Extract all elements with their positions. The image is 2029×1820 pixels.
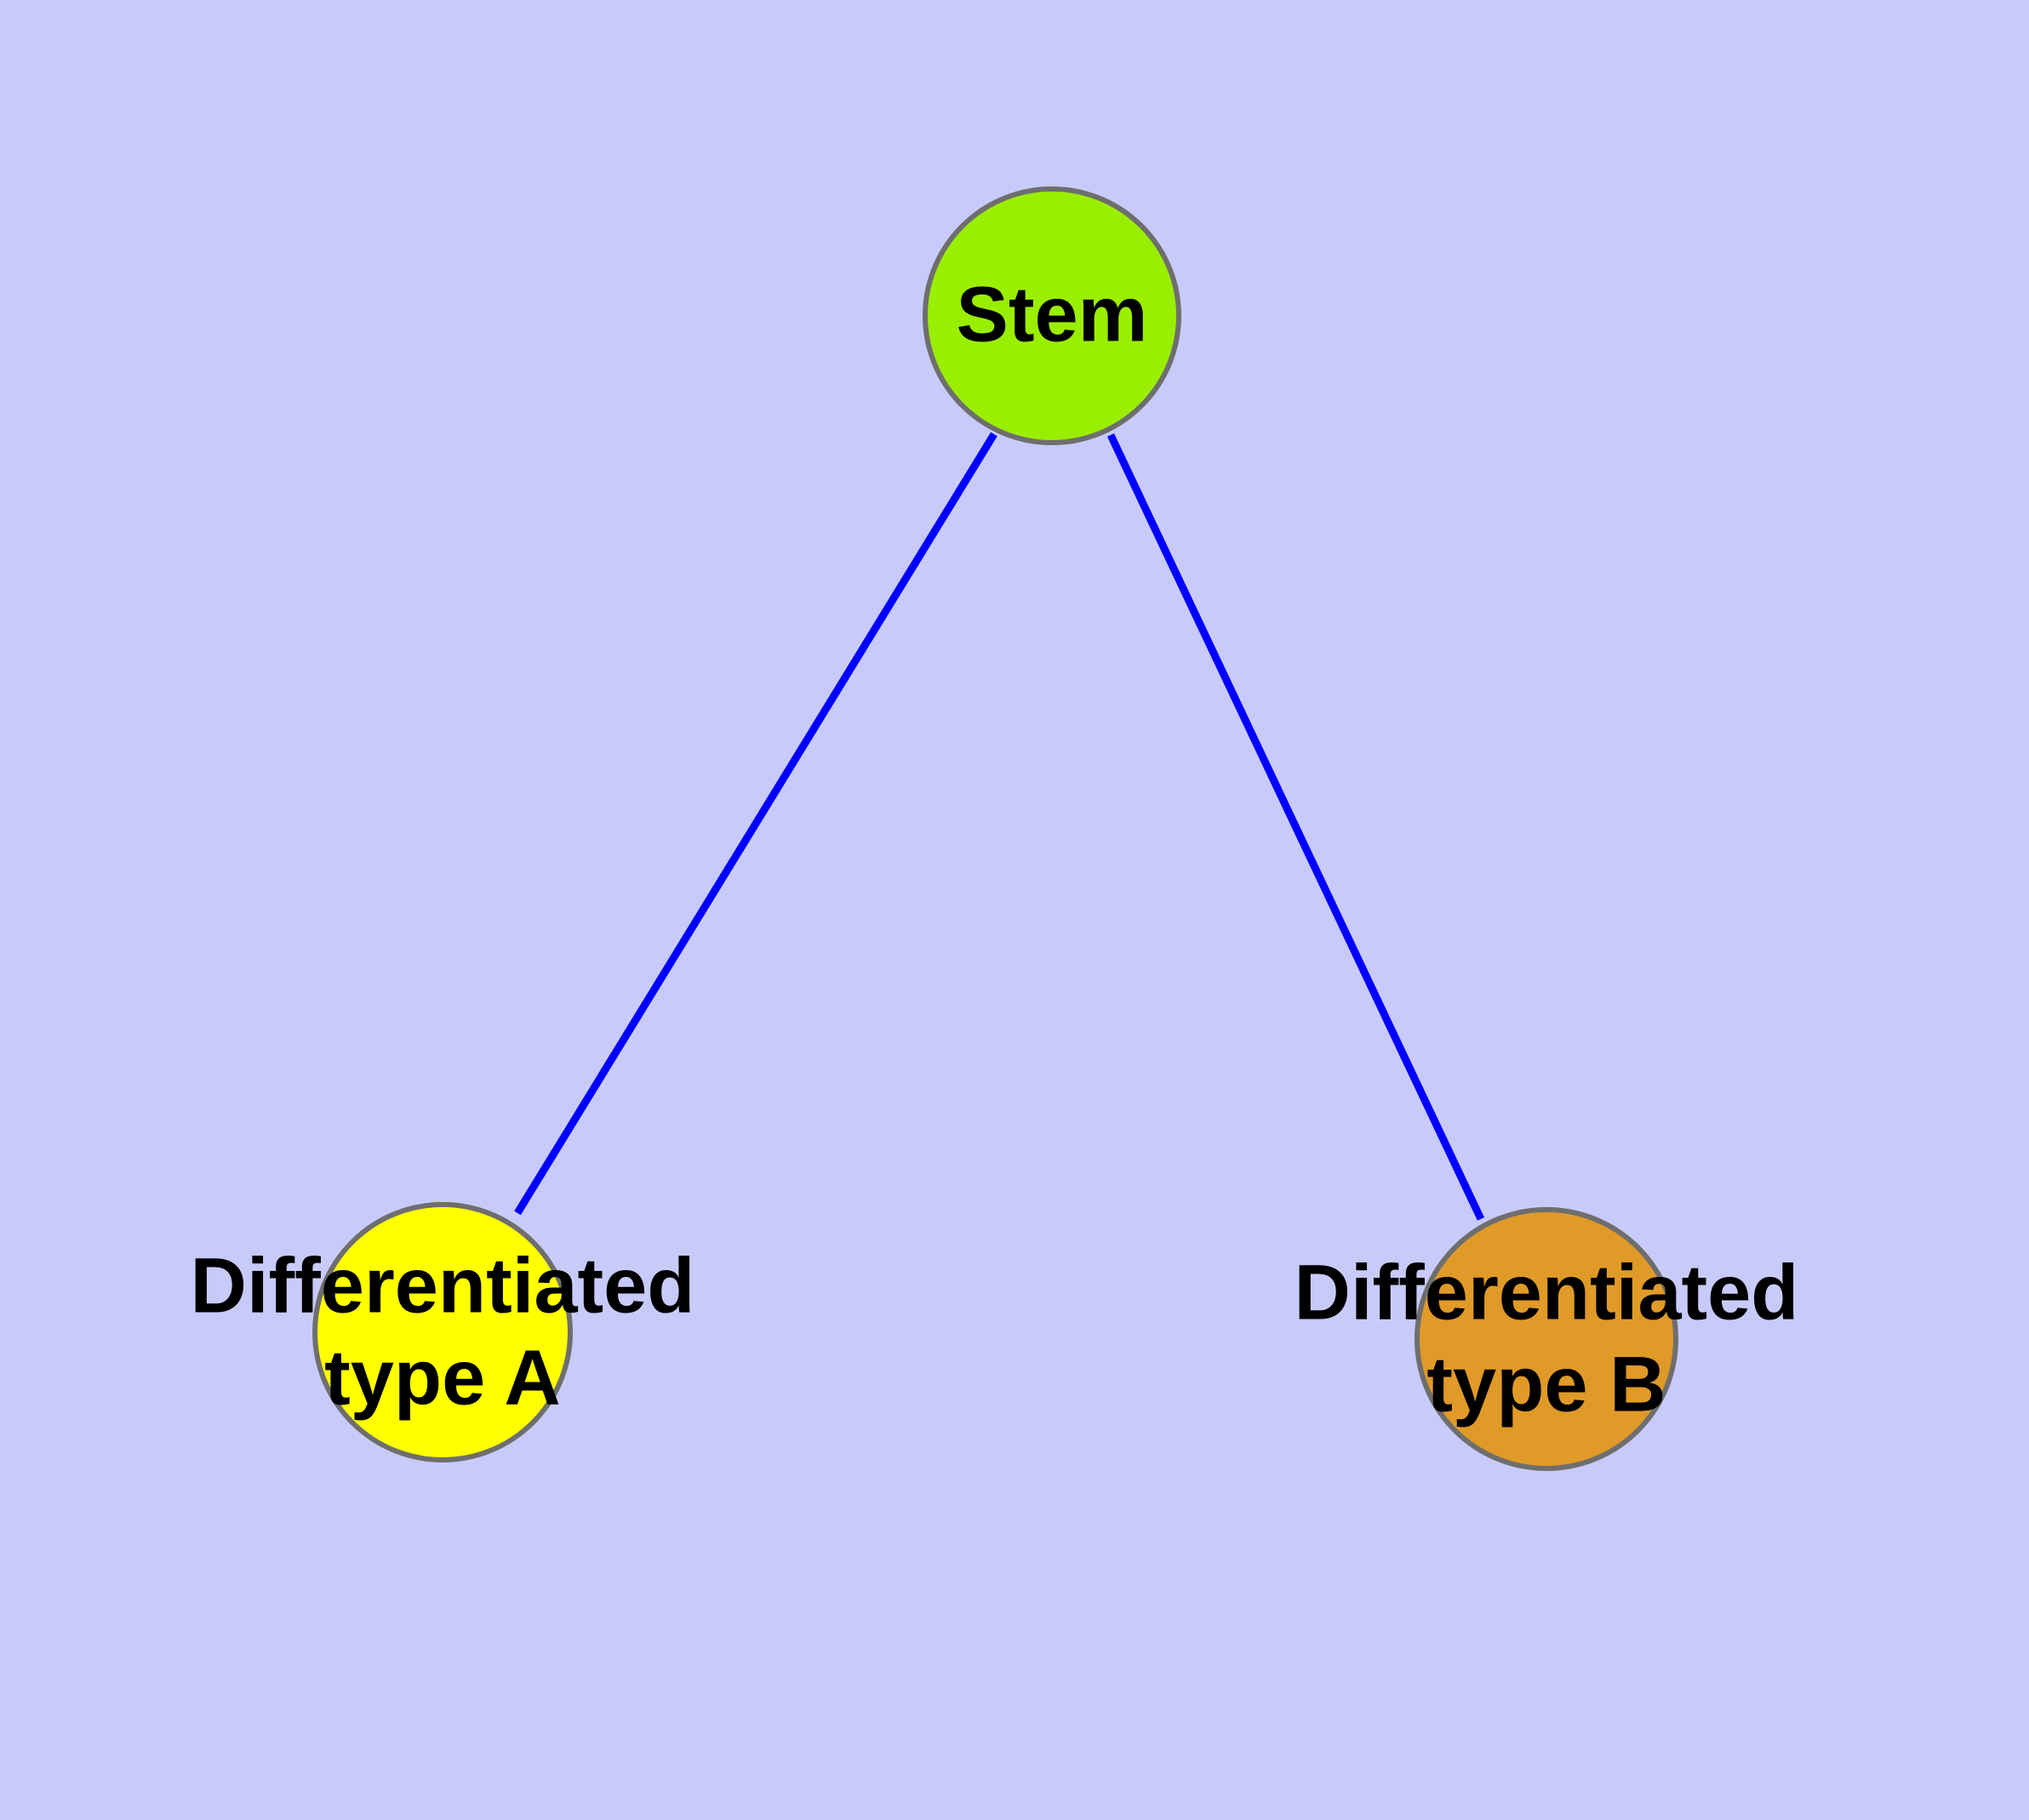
node-stem-circle[interactable] <box>923 186 1181 445</box>
node-differentiated-type-a-label: Differentiated type A <box>191 1242 695 1421</box>
node-differentiated-type-b-label-line-1: Differentiated <box>1295 1249 1799 1336</box>
edge-stem-to-differentiated-type-a[interactable] <box>514 432 997 1216</box>
edge-stem-to-differentiated-type-b[interactable] <box>1106 433 1485 1221</box>
label-layer: Stem Differentiated type A Differentiate… <box>191 271 1799 1428</box>
node-differentiated-type-a-label-line-2: type A <box>324 1334 561 1421</box>
edge-layer <box>514 432 1485 1221</box>
node-differentiated-type-b-circle[interactable] <box>1415 1207 1678 1471</box>
node-differentiated-type-a-circle[interactable] <box>312 1202 573 1462</box>
node-differentiated-type-a-label-line-1: Differentiated <box>191 1242 695 1329</box>
node-differentiated-type-b[interactable] <box>1415 1207 1678 1471</box>
node-stem[interactable] <box>923 186 1181 445</box>
node-differentiated-type-b-label: Differentiated type B <box>1295 1249 1799 1428</box>
node-differentiated-type-a[interactable] <box>312 1202 573 1462</box>
node-stem-label: Stem <box>957 271 1148 358</box>
node-layer <box>312 186 1678 1471</box>
node-differentiated-type-b-label-line-2: type B <box>1426 1341 1666 1428</box>
